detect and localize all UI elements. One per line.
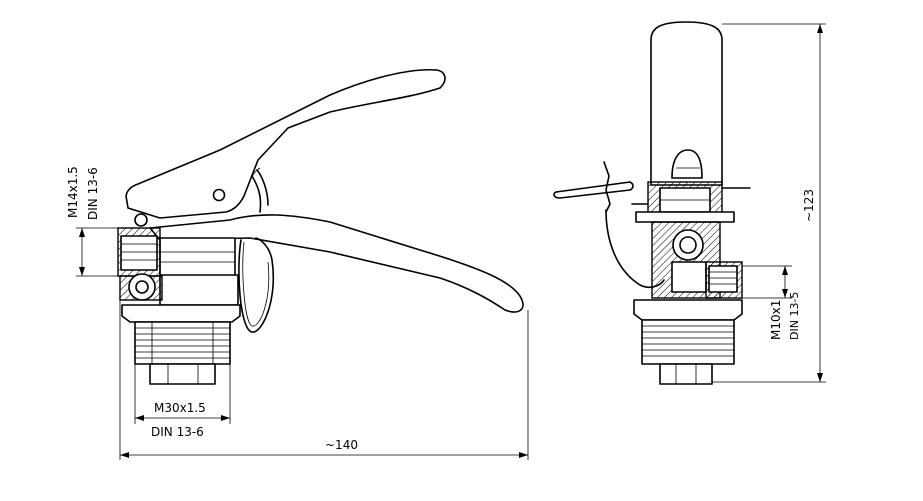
siphon-stub — [149, 363, 216, 385]
length-label: ~140 — [325, 438, 358, 452]
outlet-connector — [128, 273, 156, 301]
pivot-bolt — [134, 213, 148, 227]
lower-lever — [149, 214, 524, 313]
upper-lever — [125, 68, 446, 219]
m14-label: M14x1.5 — [66, 166, 80, 218]
front-thread — [641, 319, 735, 365]
side-view: M14x1.5 DIN 13-6 M30x1.5 DIN 13-6 ~140 — [66, 68, 529, 460]
valve-body — [159, 237, 236, 279]
height-label: ~123 — [802, 189, 816, 222]
m30-label: M30x1.5 — [154, 401, 206, 415]
pin-wire — [238, 237, 274, 333]
lever-hole — [212, 188, 226, 202]
handle-top — [650, 21, 723, 186]
front-stub — [659, 363, 713, 385]
flange — [121, 304, 241, 323]
safety-pin — [251, 169, 269, 213]
bore — [672, 229, 704, 261]
pin-bar — [553, 181, 634, 199]
m10-label: M10x1 — [769, 300, 783, 340]
lanyard — [605, 209, 665, 288]
front-flange — [633, 299, 743, 321]
din-left-label: DIN 13-6 — [86, 167, 100, 220]
indicator-bulb — [671, 149, 703, 179]
front-view: M10x1 DIN 13-5 ~123 — [553, 21, 826, 385]
din-right-label: DIN 13-5 — [788, 292, 801, 340]
din-bottom-label: DIN 13-6 — [151, 425, 204, 439]
